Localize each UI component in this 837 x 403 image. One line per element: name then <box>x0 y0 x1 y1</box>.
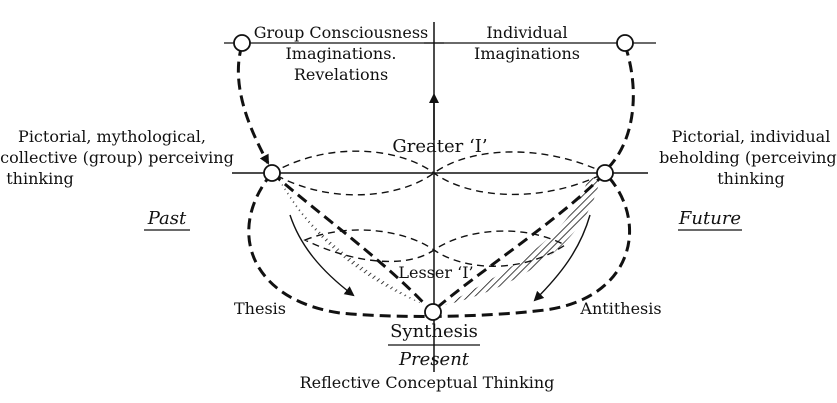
left-descent-curve <box>236 44 270 165</box>
right-description-line1: Pictorial, individual <box>672 127 831 146</box>
group-consciousness-label: Group Consciousness <box>254 23 429 42</box>
past-label: Past <box>147 208 187 229</box>
group-revelations-label: Revelations <box>294 65 388 84</box>
left-description-line3: thinking <box>6 169 74 188</box>
synthesis-label: Synthesis <box>390 321 478 342</box>
thesis-label: Thesis <box>234 299 286 318</box>
group-imaginations-label: Imaginations. <box>285 44 396 63</box>
present-label: Present <box>398 349 470 370</box>
right-description-line3: thinking <box>717 169 785 188</box>
thesis-arrow <box>289 214 355 297</box>
left-description-line2: collective (group) perceiving <box>0 148 234 167</box>
past-node <box>263 164 281 182</box>
future-node <box>596 164 614 182</box>
top-left-node <box>233 34 251 52</box>
individual-imaginations-label: Imaginations <box>474 44 580 63</box>
right-inner-diagonal <box>431 171 607 314</box>
right-description-line2: beholding (perceiving) <box>659 148 837 167</box>
future-label: Future <box>678 208 741 229</box>
individual-label: Individual <box>486 23 567 42</box>
outer-bowl-curve <box>247 171 632 318</box>
reflective-thinking-label: Reflective Conceptual Thinking <box>300 373 555 392</box>
left-description-line1: Pictorial, mythological, <box>18 127 206 146</box>
left-inner-diagonal <box>271 171 434 313</box>
antithesis-arrow <box>533 214 591 302</box>
right-ascent-curve <box>606 44 635 170</box>
lower-lemniscate <box>303 229 567 267</box>
greater-i-label: Greater ‘I’ <box>392 136 487 157</box>
top-right-node <box>616 34 634 52</box>
antithesis-label: Antithesis <box>579 299 661 318</box>
lesser-i-label: Lesser ‘I’ <box>398 263 473 282</box>
present-node <box>424 303 442 321</box>
